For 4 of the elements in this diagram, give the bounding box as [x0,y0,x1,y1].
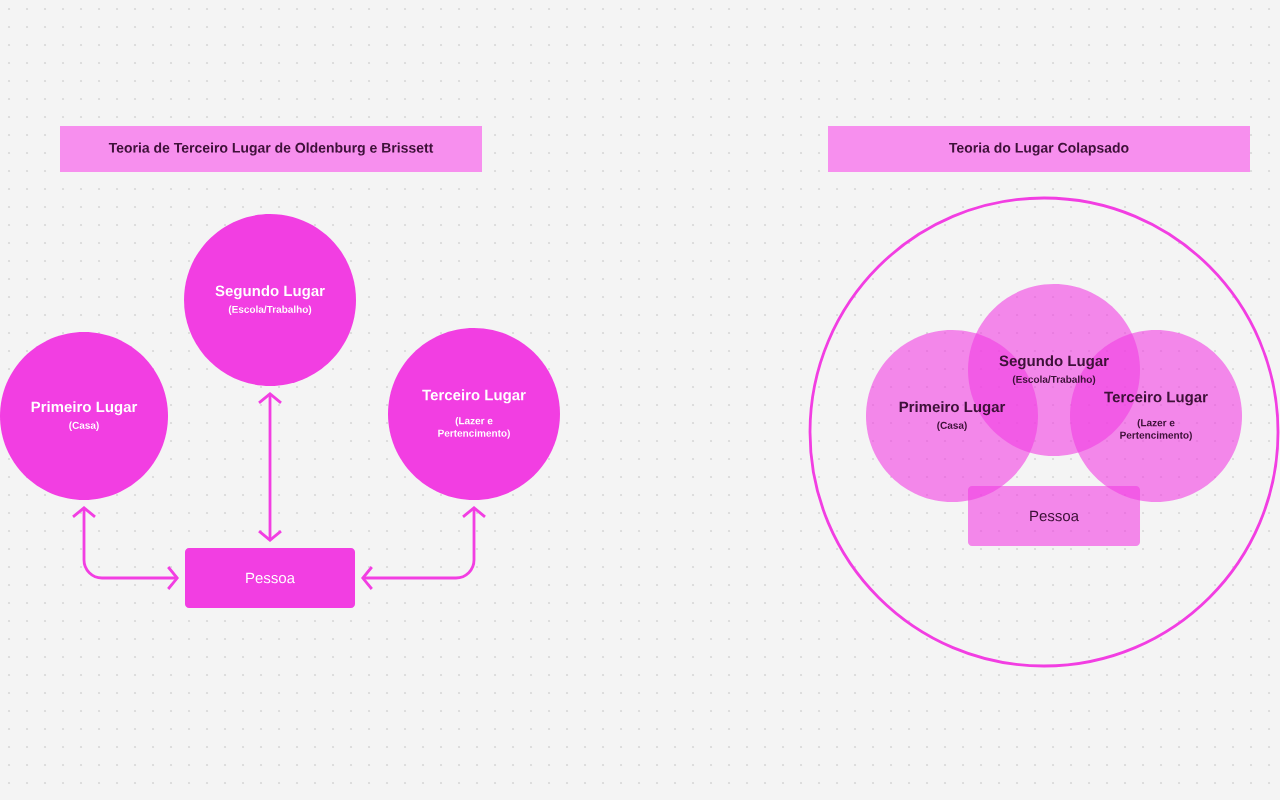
double-arrow [72,506,179,590]
double-arrow [361,506,486,590]
double-arrow [258,392,282,542]
enclosing-circle [808,196,1280,668]
